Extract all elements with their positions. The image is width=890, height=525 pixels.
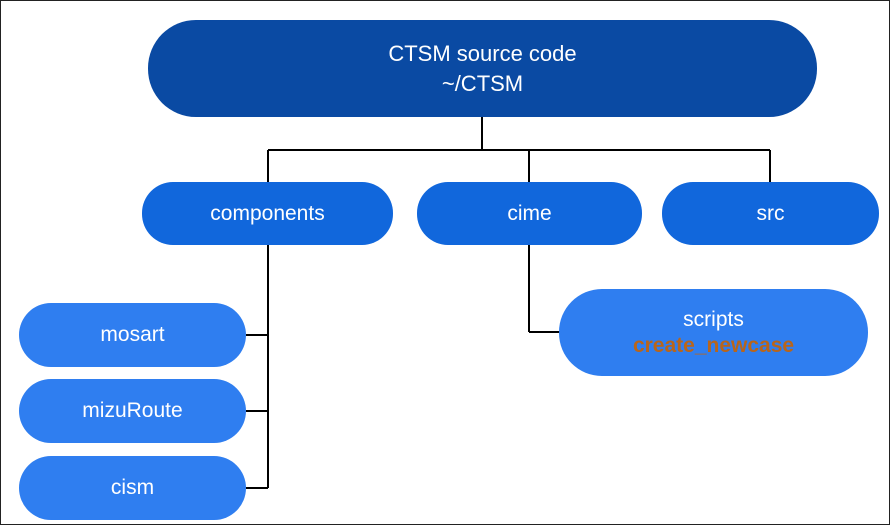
node-scripts: scripts create_newcase (559, 289, 868, 376)
node-components: components (142, 182, 393, 245)
node-cime-label: cime (507, 201, 552, 225)
node-cism-label: cism (110, 476, 155, 499)
root-path: ~/CTSM (441, 70, 524, 96)
node-mosart: mosart (19, 303, 246, 367)
node-scripts-command: create_newcase (632, 333, 795, 357)
root-title: CTSM source code (388, 40, 577, 66)
node-src-label: src (756, 201, 785, 225)
node-cism: cism (19, 456, 246, 520)
node-components-label: components (210, 201, 325, 225)
node-mizuroute: mizuRoute (19, 379, 246, 443)
node-mosart-label: mosart (100, 323, 165, 346)
node-mizuroute-label: mizuRoute (82, 399, 183, 422)
node-cime: cime (417, 182, 642, 245)
node-src: src (662, 182, 879, 245)
node-scripts-label: scripts (683, 307, 744, 331)
root-node-ctsm-source: CTSM source code ~/CTSM (148, 20, 817, 117)
